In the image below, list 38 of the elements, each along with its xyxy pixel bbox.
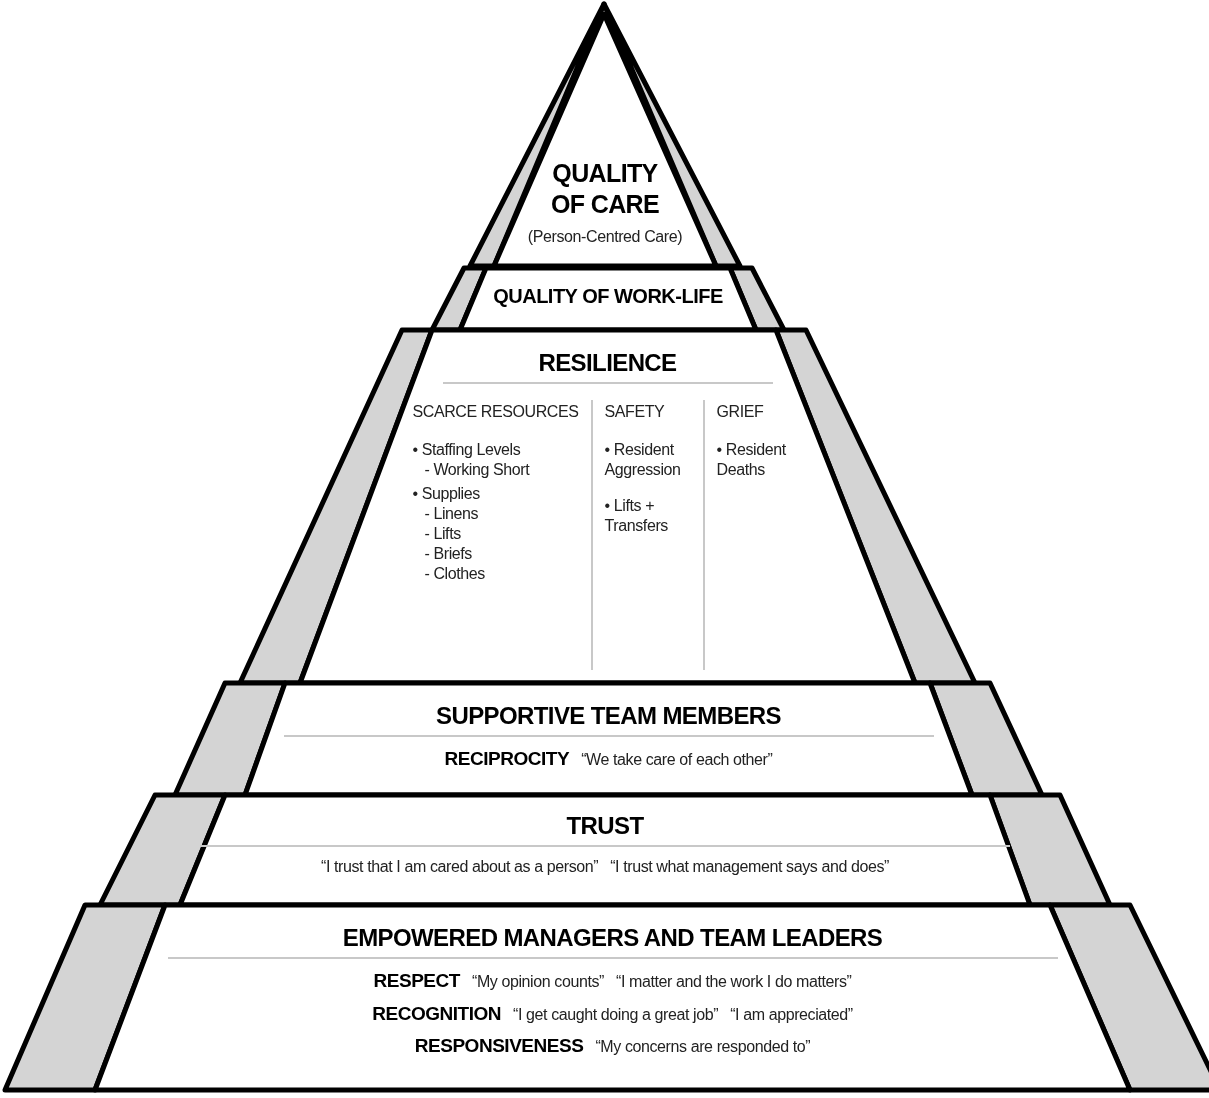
tier-heading: TRUST xyxy=(566,811,644,841)
quote-text: (Person-Centred Care) xyxy=(527,226,683,247)
quote-text: “I matter and the work I do matters” xyxy=(616,972,852,992)
quote-text: “My concerns are responded to” xyxy=(595,1037,811,1057)
value-keyword: RESPONSIVENESS xyxy=(414,1034,584,1058)
tier-heading: RESILIENCE xyxy=(538,348,677,378)
column-heading: SAFETY xyxy=(604,402,666,422)
sub-item: - Briefs xyxy=(423,544,473,564)
column-heading: GRIEF xyxy=(716,402,765,422)
pyramid-tier xyxy=(175,683,1042,795)
quote-text: “We take care of each other” xyxy=(581,750,773,770)
sub-item: - Linens xyxy=(423,504,480,524)
quote-text: “My opinion counts” xyxy=(471,972,604,992)
value-keyword: RECOGNITION xyxy=(372,1001,502,1026)
pyramid-tier xyxy=(5,905,1209,1090)
tier-heading: QUALITY OF CARE xyxy=(549,158,661,221)
pyramid-tier xyxy=(432,268,784,330)
sub-item: - Clothes xyxy=(423,564,486,584)
quote-text: “I trust that I am cared about as a person” xyxy=(321,857,599,877)
pyramid-tier xyxy=(100,795,1110,905)
bullet-item: • Resident Aggression xyxy=(604,440,682,480)
bullet-item: • Supplies xyxy=(412,484,481,504)
bullet-item: • Resident Deaths xyxy=(716,440,787,480)
bullet-item: • Staffing Levels xyxy=(412,440,522,460)
quote-text: “I am appreciated” xyxy=(730,1004,853,1025)
bullet-item: • Lifts + Transfers xyxy=(604,496,669,536)
tier-heading: QUALITY OF WORK-LIFE xyxy=(493,284,723,309)
pyramid-tier xyxy=(240,330,975,683)
quote-text: “I get caught doing a great job” xyxy=(513,1004,719,1025)
value-keyword: RECIPROCITY xyxy=(444,747,570,771)
tier-heading: SUPPORTIVE TEAM MEMBERS xyxy=(436,701,781,731)
sub-item: - Working Short xyxy=(423,460,531,480)
value-keyword: RESPECT xyxy=(373,969,460,993)
quote-text: “I trust what management says and does” xyxy=(610,857,889,877)
tier-heading: EMPOWERED MANAGERS AND TEAM LEADERS xyxy=(342,923,883,953)
pyramid-tier xyxy=(470,4,740,266)
column-heading: SCARCE RESOURCES xyxy=(412,402,579,422)
sub-item: - Lifts xyxy=(423,524,462,544)
